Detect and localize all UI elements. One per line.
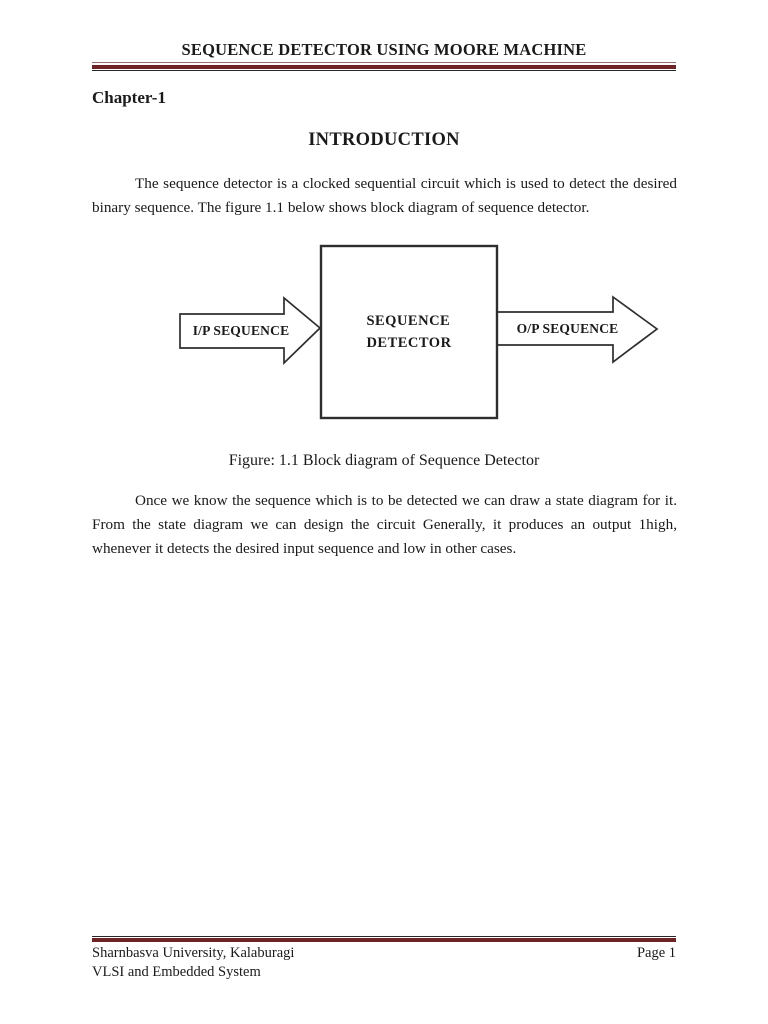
page-footer: Sharnbasva University, Kalaburagi VLSI a… (92, 944, 676, 982)
input-arrow-shape (179, 296, 322, 366)
intro-paragraph-1: The sequence detector is a clocked seque… (92, 175, 677, 216)
sequence-detector-box (319, 244, 499, 420)
intro-paragraph-2: Once we know the sequence which is to be… (92, 492, 677, 557)
footer-divider-thick-line (92, 938, 676, 942)
header-divider-thin-light-line (92, 62, 676, 63)
sequence-detector-box-label-text: SEQUENCE DETECTOR (366, 310, 451, 354)
box-label-line-1: SEQUENCE (366, 313, 451, 329)
figure-caption: Figure: 1.1 Block diagram of Sequence De… (228, 452, 540, 469)
header-divider (92, 62, 676, 71)
footer-divider-thin-dark-line (92, 936, 676, 937)
box-label-line-2: DETECTOR (366, 335, 452, 351)
header-divider-thick-line (92, 65, 676, 69)
section-heading: INTRODUCTION (308, 130, 460, 150)
header-divider-thin-dark-line (92, 70, 676, 71)
block-diagram-shapes (179, 244, 659, 420)
output-arrow-shape (496, 295, 659, 364)
sequence-detector-box-label: SEQUENCE DETECTOR (321, 246, 497, 418)
footer-divider (92, 936, 676, 943)
input-arrow-label: I/P SEQUENCE (192, 323, 290, 338)
output-arrow-label: O/P SEQUENCE (516, 321, 619, 336)
chapter-heading: Chapter-1 (92, 88, 166, 107)
footer-page-number: Page 1 (636, 945, 676, 961)
block-diagram-figure: I/P SEQUENCE SEQUENCE DETECTOR O/P SEQUE… (92, 240, 676, 425)
footer-institution: Sharnbasva University, Kalaburagi (92, 945, 295, 961)
document-header-title: SEQUENCE DETECTOR USING MOORE MACHINE (181, 40, 587, 59)
footer-left-block: Sharnbasva University, Kalaburagi VLSI a… (92, 944, 294, 982)
footer-department: VLSI and Embedded System (92, 964, 261, 980)
